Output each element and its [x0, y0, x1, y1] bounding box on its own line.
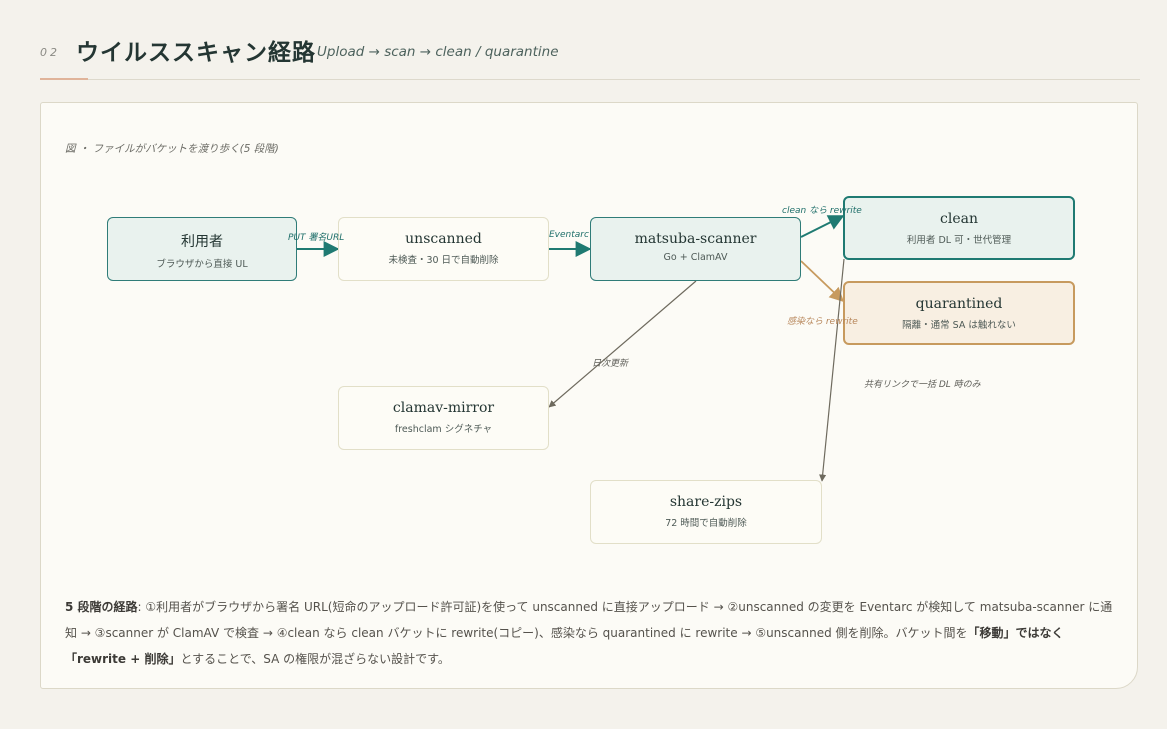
node-quarantined-subtitle: 隔離・通常 SA は触れない: [902, 320, 1016, 331]
node-sharezips-title: share-zips: [669, 494, 743, 510]
node-unscanned-subtitle: 未検査・30 日で自動削除: [388, 255, 499, 266]
node-clean-subtitle: 利用者 DL 可・世代管理: [906, 235, 1012, 246]
edge-scanner-to-clean: [800, 215, 845, 238]
node-user-subtitle: ブラウザから直接 UL: [156, 259, 248, 270]
edge-clean-to-sharezips: [819, 258, 845, 482]
node-unscanned: unscanned 未検査・30 日で自動削除: [338, 217, 549, 281]
edge-label-eventarc: Eventarc: [549, 230, 589, 240]
node-clamav-mirror: clamav-mirror freshclam シグネチャ: [338, 386, 549, 450]
description-emphasis: 「移動」ではなく「rewrite + 削除」: [65, 626, 1064, 666]
edge-label-infected-rewrite: 感染なら rewrite: [787, 317, 858, 327]
description-lead: 5 段階の経路: [65, 600, 138, 614]
node-scanner-subtitle: Go + ClamAV: [663, 252, 728, 263]
node-clean-title: clean: [940, 211, 978, 227]
node-unscanned-title: unscanned: [405, 231, 482, 247]
edge-label-clean-rewrite: clean なら rewrite: [782, 206, 862, 216]
description-paragraph: 5 段階の経路: ①利用者がブラウザから署名 URL(短命のアップロード許可証)…: [65, 594, 1120, 672]
edge-scanner-to-quarantined: [800, 260, 845, 302]
section-header: 02 ウイルススキャン経路 Upload → scan → clean / qu…: [40, 30, 1140, 80]
node-clean: clean 利用者 DL 可・世代管理: [843, 196, 1075, 260]
diagram-card: 図 ・ ファイルがバケットを渡り歩く(5 段階) 利用者 ブラウザから直接 UL…: [40, 102, 1138, 689]
edge-label-daily-update: 日次更新: [592, 359, 629, 369]
node-quarantined-title: quarantined: [915, 296, 1003, 312]
header-divider: [40, 79, 1140, 80]
node-share-zips: share-zips 72 時間で自動削除: [590, 480, 822, 544]
description-part2: とすることで、SA の権限が混ざらない設計です。: [180, 652, 450, 666]
edge-label-share-link: 共有リンクで一括 DL 時のみ: [864, 380, 981, 390]
section-number: 02: [40, 46, 60, 59]
node-matsuba-scanner: matsuba-scanner Go + ClamAV: [590, 217, 801, 281]
flow-diagram-arrows: [297, 215, 845, 482]
node-quarantined: quarantined 隔離・通常 SA は触れない: [843, 281, 1075, 345]
edge-label-put-signed-url: PUT 署名URL: [288, 233, 345, 243]
node-sharezips-subtitle: 72 時間で自動削除: [665, 518, 747, 529]
figure-caption: 図 ・ ファイルがバケットを渡り歩く(5 段階): [65, 143, 279, 155]
description-part1: : ①利用者がブラウザから署名 URL(短命のアップロード許可証)を使って un…: [65, 600, 1113, 640]
header-divider-accent: [40, 78, 88, 80]
node-mirror-title: clamav-mirror: [392, 400, 495, 416]
node-mirror-subtitle: freshclam シグネチャ: [394, 424, 493, 435]
section-subtitle: Upload → scan → clean / quarantine: [317, 44, 559, 60]
node-user: 利用者 ブラウザから直接 UL: [107, 217, 297, 281]
node-user-title: 利用者: [181, 234, 223, 250]
section-title: ウイルススキャン経路: [76, 39, 316, 66]
node-scanner-title: matsuba-scanner: [634, 231, 757, 247]
edge-scanner-to-mirror: [548, 280, 697, 408]
